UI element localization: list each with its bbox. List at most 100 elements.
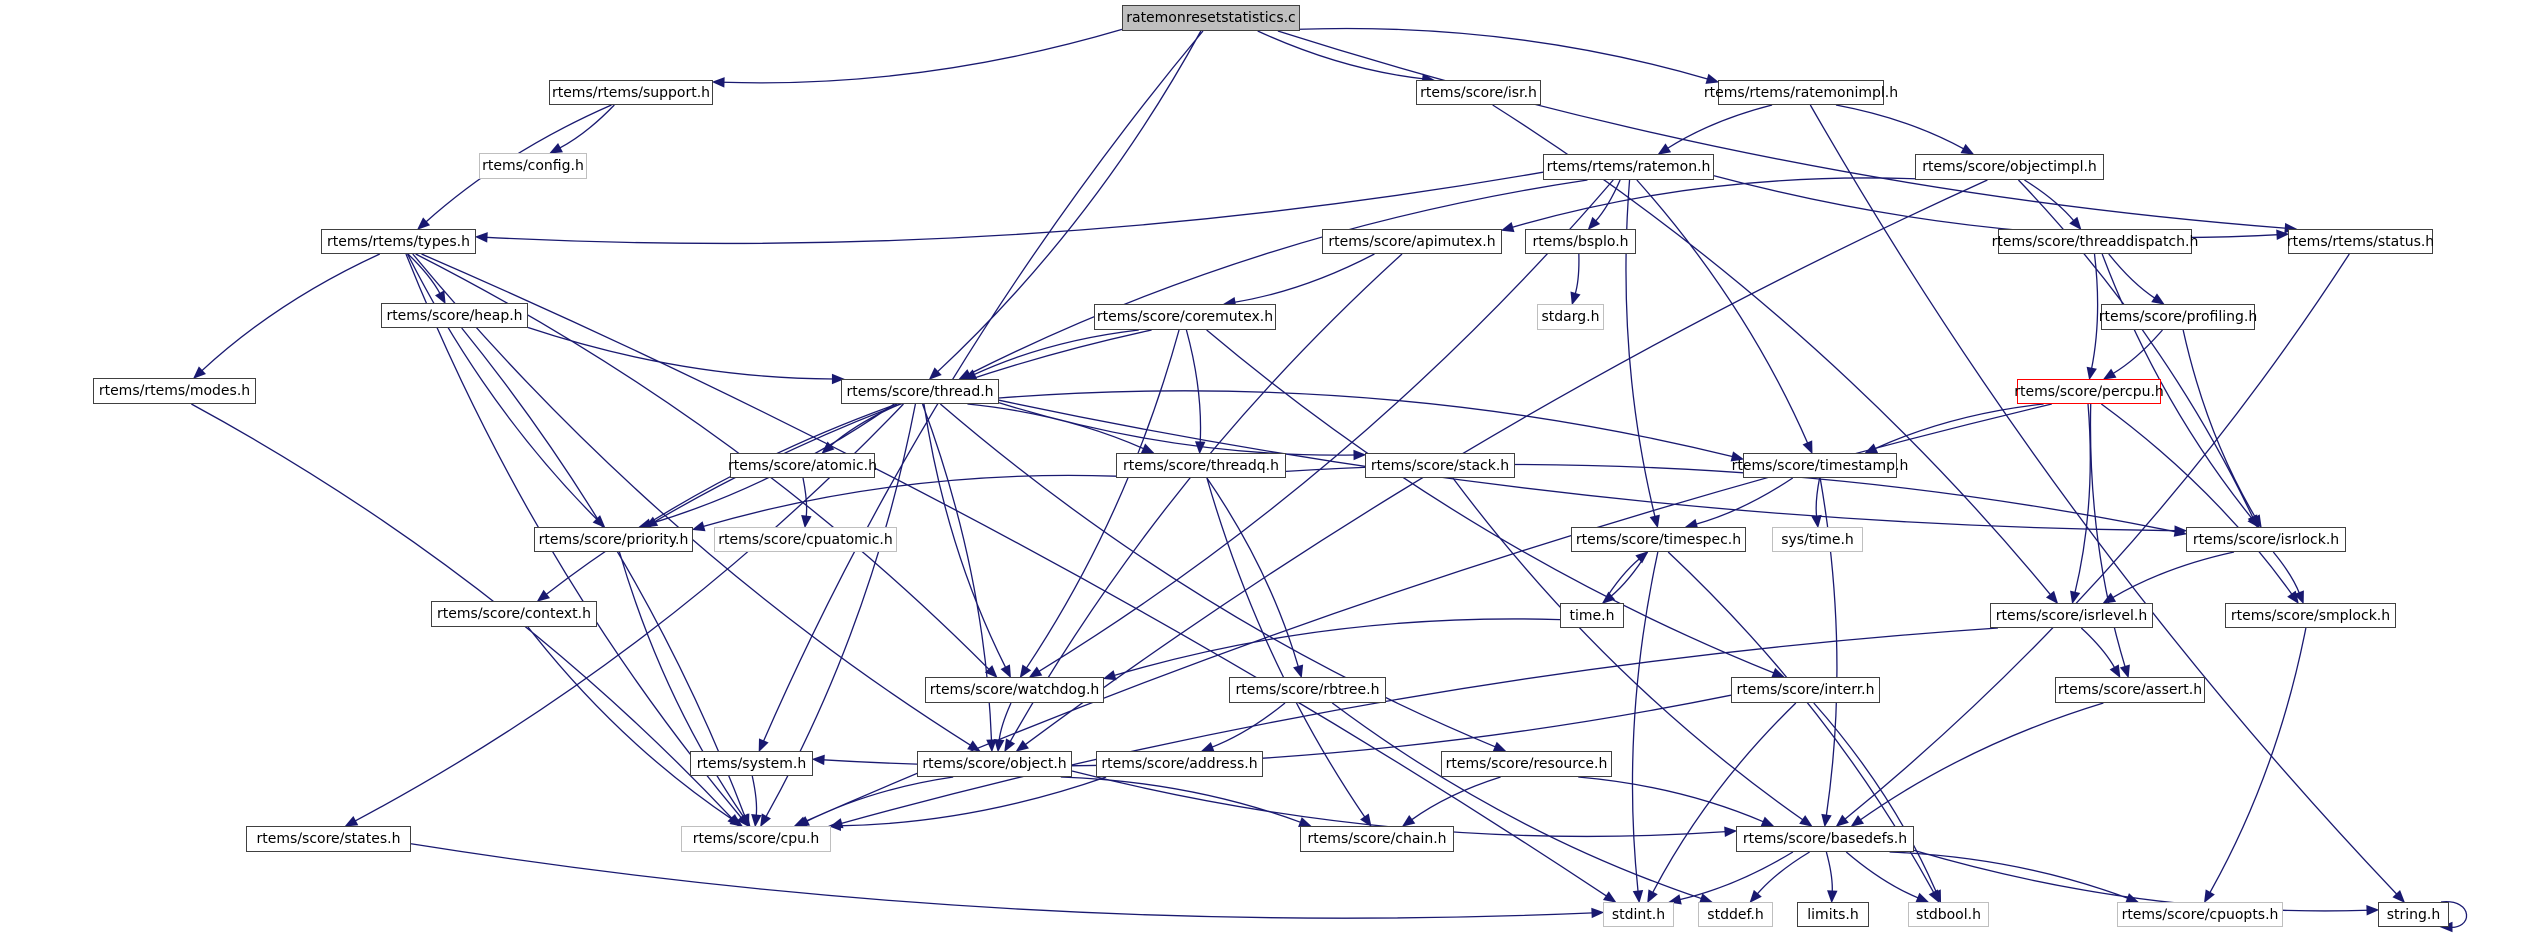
node-system[interactable]: rtems/system.h xyxy=(690,751,813,776)
node-watchdog[interactable]: rtems/score/watchdog.h xyxy=(925,677,1104,703)
edge-basedefs-to-string xyxy=(1913,849,2369,912)
node-label: stddef.h xyxy=(1707,906,1764,923)
node-string[interactable]: string.h xyxy=(2378,902,2449,927)
arrowhead-icon xyxy=(1015,739,1029,752)
edge-thread-to-timestamp xyxy=(998,390,1734,458)
node-timestamp[interactable]: rtems/score/timestamp.h xyxy=(1732,453,1908,478)
arrowhead-icon xyxy=(417,217,431,230)
node-label: rtems/score/timestamp.h xyxy=(1731,457,1909,474)
arrowhead-icon xyxy=(2392,890,2406,903)
arrowhead-icon xyxy=(1500,222,1515,233)
edge-percpu-to-assert xyxy=(2089,403,2126,668)
node-label: rtems/score/cpuatomic.h xyxy=(718,531,893,548)
edge-threaddispatch-to-percpu xyxy=(2090,253,2099,370)
arrowhead-icon xyxy=(2294,590,2304,605)
node-label: rtems/score/threaddispatch.h xyxy=(1991,233,2199,250)
arrowhead-icon xyxy=(549,142,563,154)
edge-ratemonimpl-to-ratemon xyxy=(1666,104,1773,150)
node-modes[interactable]: rtems/rtems/modes.h xyxy=(93,378,256,404)
edge-context-to-cpu xyxy=(527,626,735,821)
arrowhead-icon xyxy=(2366,905,2380,916)
arrowhead-icon xyxy=(1850,815,1865,827)
edge-isrlock-to-isrlevel xyxy=(2111,551,2235,599)
node-heap[interactable]: rtems/score/heap.h xyxy=(381,303,528,328)
node-address[interactable]: rtems/score/address.h xyxy=(1096,751,1263,777)
arrowhead-icon xyxy=(2250,514,2262,529)
node-label: rtems/score/percpu.h xyxy=(2014,383,2164,400)
node-isrlevel[interactable]: rtems/score/isrlevel.h xyxy=(1990,603,2153,628)
node-states[interactable]: rtems/score/states.h xyxy=(246,826,411,852)
node-rbtree[interactable]: rtems/score/rbtree.h xyxy=(1229,677,1386,703)
node-label: stdbool.h xyxy=(1916,906,1981,923)
node-apimutex[interactable]: rtems/score/apimutex.h xyxy=(1322,229,1502,254)
node-label: rtems/score/thread.h xyxy=(846,383,994,400)
node-chain[interactable]: rtems/score/chain.h xyxy=(1300,826,1454,852)
edge-objectimpl-to-apimutex xyxy=(1511,177,1916,229)
edge-string-to-string xyxy=(2440,901,2468,928)
node-isrlock[interactable]: rtems/score/isrlock.h xyxy=(2186,527,2346,552)
arrowhead-icon xyxy=(1632,890,1644,904)
arrowhead-icon xyxy=(1602,891,1617,903)
node-status[interactable]: rtems/rtems/status.h xyxy=(2287,229,2434,254)
arrowhead-icon xyxy=(1195,441,1206,455)
node-resource[interactable]: rtems/score/resource.h xyxy=(1441,751,1612,777)
edge-bsplo-to-stdarg xyxy=(1574,253,1580,295)
edge-timestamp-to-systime xyxy=(1815,477,1821,518)
node-label: rtems/bsplo.h xyxy=(1532,233,1629,250)
edge-basedefs-to-stdint xyxy=(1678,851,1794,901)
node-limits[interactable]: limits.h xyxy=(1797,902,1869,927)
node-label: sys/time.h xyxy=(1781,531,1854,548)
node-atomic[interactable]: rtems/score/atomic.h xyxy=(728,453,877,478)
node-timespec[interactable]: rtems/score/timespec.h xyxy=(1571,527,1746,552)
node-priority[interactable]: rtems/score/priority.h xyxy=(534,527,693,552)
node-label: rtems/score/basedefs.h xyxy=(1742,831,1908,847)
node-assert[interactable]: rtems/score/assert.h xyxy=(2055,677,2205,703)
node-isr[interactable]: rtems/score/isr.h xyxy=(1416,80,1541,105)
node-threadq[interactable]: rtems/score/threadq.h xyxy=(1116,453,1286,478)
edge-ratemon-to-timespec xyxy=(1625,179,1656,518)
node-label: rtems/score/isrlevel.h xyxy=(1995,607,2148,624)
node-smplock[interactable]: rtems/score/smplock.h xyxy=(2225,603,2396,628)
node-label: rtems/score/threadq.h xyxy=(1123,457,1279,474)
node-profiling[interactable]: rtems/score/profiling.h xyxy=(2099,304,2257,330)
node-basedefs[interactable]: rtems/score/basedefs.h xyxy=(1736,826,1914,852)
edge-coremutex-to-interr xyxy=(1206,329,1775,674)
edge-resource-to-basedefs xyxy=(1578,776,1765,823)
arrowhead-icon xyxy=(1200,741,1215,752)
node-bsplo[interactable]: rtems/bsplo.h xyxy=(1525,229,1636,254)
node-label: rtems/rtems/ratemonimpl.h xyxy=(1703,84,1899,101)
node-objectimpl[interactable]: rtems/score/objectimpl.h xyxy=(1915,154,2104,180)
node-ratemonimpl[interactable]: rtems/rtems/ratemonimpl.h xyxy=(1704,80,1898,105)
node-label: rtems/score/heap.h xyxy=(386,307,523,324)
node-config: rtems/config.h xyxy=(479,153,587,179)
node-types[interactable]: rtems/rtems/types.h xyxy=(321,229,476,254)
node-label: rtems/score/isr.h xyxy=(1420,84,1537,101)
arrowhead-icon xyxy=(1749,889,1762,904)
node-label: limits.h xyxy=(1807,906,1859,923)
node-percpu[interactable]: rtems/score/percpu.h xyxy=(2014,379,2164,404)
node-label: rtems/score/coremutex.h xyxy=(1096,309,1274,325)
node-stdbool: stdbool.h xyxy=(1908,902,1989,927)
edge-threaddispatch-to-profiling xyxy=(2108,253,2156,300)
arrowhead-icon xyxy=(1960,143,1975,155)
node-interr[interactable]: rtems/score/interr.h xyxy=(1731,677,1880,703)
node-threaddispatch[interactable]: rtems/score/threaddispatch.h xyxy=(1992,229,2198,254)
node-label: rtems/score/priority.h xyxy=(538,531,689,548)
node-object[interactable]: rtems/score/object.h xyxy=(917,751,1072,777)
node-thread[interactable]: rtems/score/thread.h xyxy=(841,379,999,404)
edge-heap-to-cpu xyxy=(461,327,746,817)
node-coremutex[interactable]: rtems/score/coremutex.h xyxy=(1094,304,1276,330)
arrowhead-icon xyxy=(1401,815,1416,827)
edge-ratemon-to-timestamp xyxy=(1636,179,1809,445)
node-label: rtems/rtems/modes.h xyxy=(98,383,251,399)
node-ratemon[interactable]: rtems/rtems/ratemon.h xyxy=(1543,154,1714,180)
node-timeh[interactable]: time.h xyxy=(1560,603,1624,628)
arrowhead-icon xyxy=(1353,449,1367,461)
node-label: rtems/score/isrlock.h xyxy=(2192,531,2340,548)
node-support[interactable]: rtems/rtems/support.h xyxy=(549,80,713,105)
edge-atomic-to-cpuatomic xyxy=(802,477,808,518)
node-context[interactable]: rtems/score/context.h xyxy=(431,601,597,627)
node-stack[interactable]: rtems/score/stack.h xyxy=(1365,453,1515,478)
edge-profiling-to-percpu xyxy=(2112,329,2163,375)
